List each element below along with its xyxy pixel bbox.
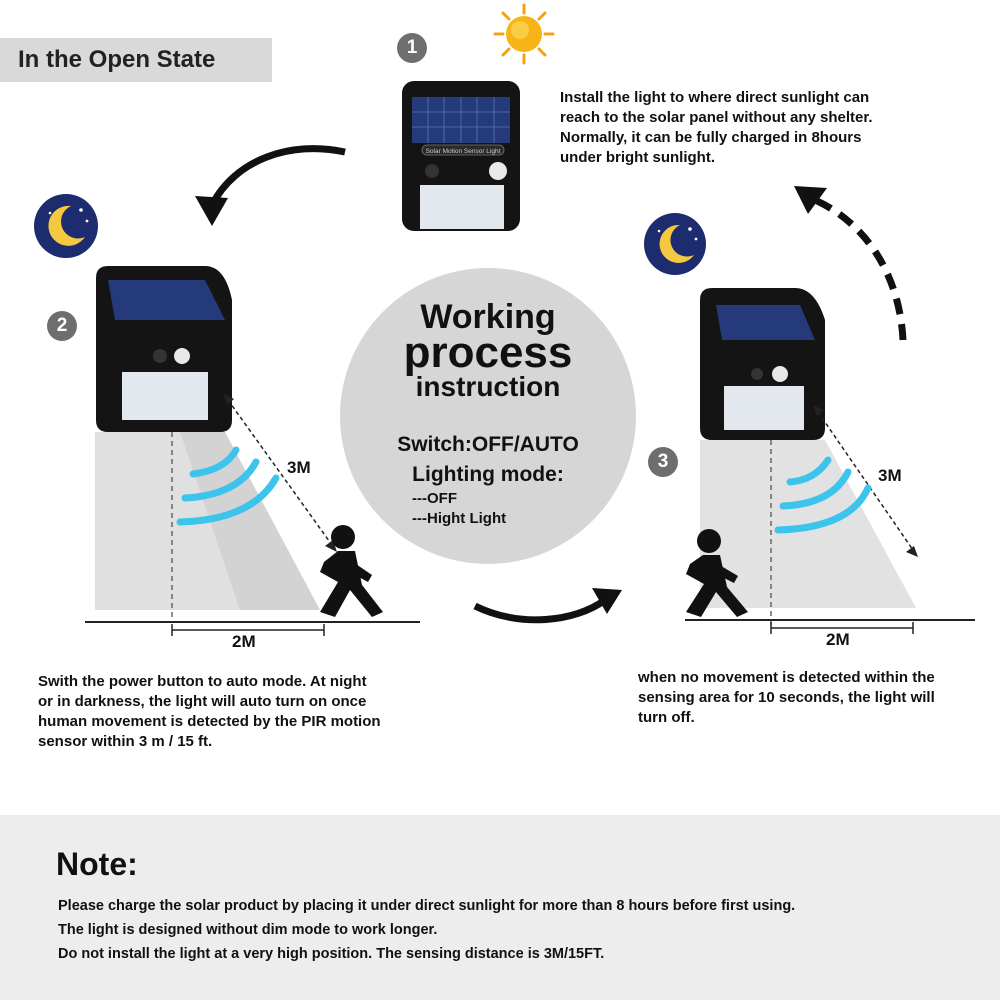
step-2-range-label: 3M: [287, 458, 311, 477]
step-2-description: Swith the power button to auto mode. At …: [38, 672, 381, 752]
walking-person-icon: [686, 529, 748, 617]
step-3-line: when no movement is detected within the: [638, 669, 935, 686]
step-2-line: Swith the power button to auto mode. At …: [38, 673, 367, 690]
arrow-step3-to-step1: [813, 196, 907, 341]
step-3-device: [700, 288, 825, 440]
step-1-line: Normally, it can be fully charged in 8ho…: [560, 129, 862, 146]
step-number-2: 2: [47, 311, 77, 341]
mode-off: ---OFF: [412, 490, 457, 507]
arrowhead: [592, 588, 622, 614]
note-line: The light is designed without dim mode t…: [58, 922, 438, 938]
note-line: Do not install the light at a very high …: [58, 946, 605, 962]
step-number-1: 1: [397, 33, 427, 63]
solar-light-device: Solar Motion Sensor Light: [402, 81, 520, 231]
note-panel: [0, 815, 1000, 1000]
step-2-line: or in darkness, the light will auto turn…: [38, 693, 367, 710]
lighting-mode-title: Lighting mode:: [412, 463, 564, 486]
step-3-line: sensing area for 10 seconds, the light w…: [638, 689, 935, 706]
step-2-line: sensor within 3 m / 15 ft.: [38, 733, 213, 750]
step-3-range-label: 3M: [878, 466, 902, 485]
range-3m-line: [227, 399, 333, 546]
walking-person-icon: [320, 525, 383, 617]
arrowhead: [794, 186, 827, 214]
switch-text: Switch:OFF/AUTO: [397, 433, 579, 456]
step-2-line: human movement is detected by the PIR mo…: [38, 713, 381, 730]
moon-icon: [644, 213, 706, 275]
arrow-step2-to-step3: [473, 597, 608, 624]
step-3-ground-label: 2M: [826, 630, 850, 649]
device-label: Solar Motion Sensor Light: [426, 148, 501, 155]
step-1-description: Install the light to where direct sunlig…: [560, 88, 873, 168]
working-process-circle: Working process instruction Switch:OFF/A…: [340, 268, 636, 564]
state-banner: In the Open State: [0, 38, 272, 82]
center-title-line2: process: [403, 328, 573, 377]
step-1-line: under bright sunlight.: [560, 149, 715, 166]
step-3-description: when no movement is detected within the …: [638, 668, 935, 728]
note-line: Please charge the solar product by placi…: [58, 898, 796, 914]
center-title-line1: Working: [420, 298, 556, 336]
sun-icon: [493, 3, 555, 65]
state-label: In the Open State: [18, 46, 216, 73]
step-1-line: Install the light to where direct sunlig…: [560, 89, 870, 106]
motion-waves: [176, 446, 280, 526]
step-2-device: [96, 266, 232, 432]
motion-waves: [774, 456, 872, 534]
note-title: Note:: [56, 846, 138, 882]
mode-high: ---Hight Light: [412, 510, 507, 527]
moon-icon: [34, 194, 98, 258]
arrowhead: [195, 196, 228, 226]
arrow-step1-to-step2: [208, 145, 346, 207]
center-title-line3: instruction: [415, 371, 561, 402]
step-1-line: reach to the solar panel without any she…: [560, 109, 873, 126]
step-3-line: turn off.: [638, 709, 695, 726]
step-number-3: 3: [648, 447, 678, 477]
step-2-ground-label: 2M: [232, 632, 256, 651]
